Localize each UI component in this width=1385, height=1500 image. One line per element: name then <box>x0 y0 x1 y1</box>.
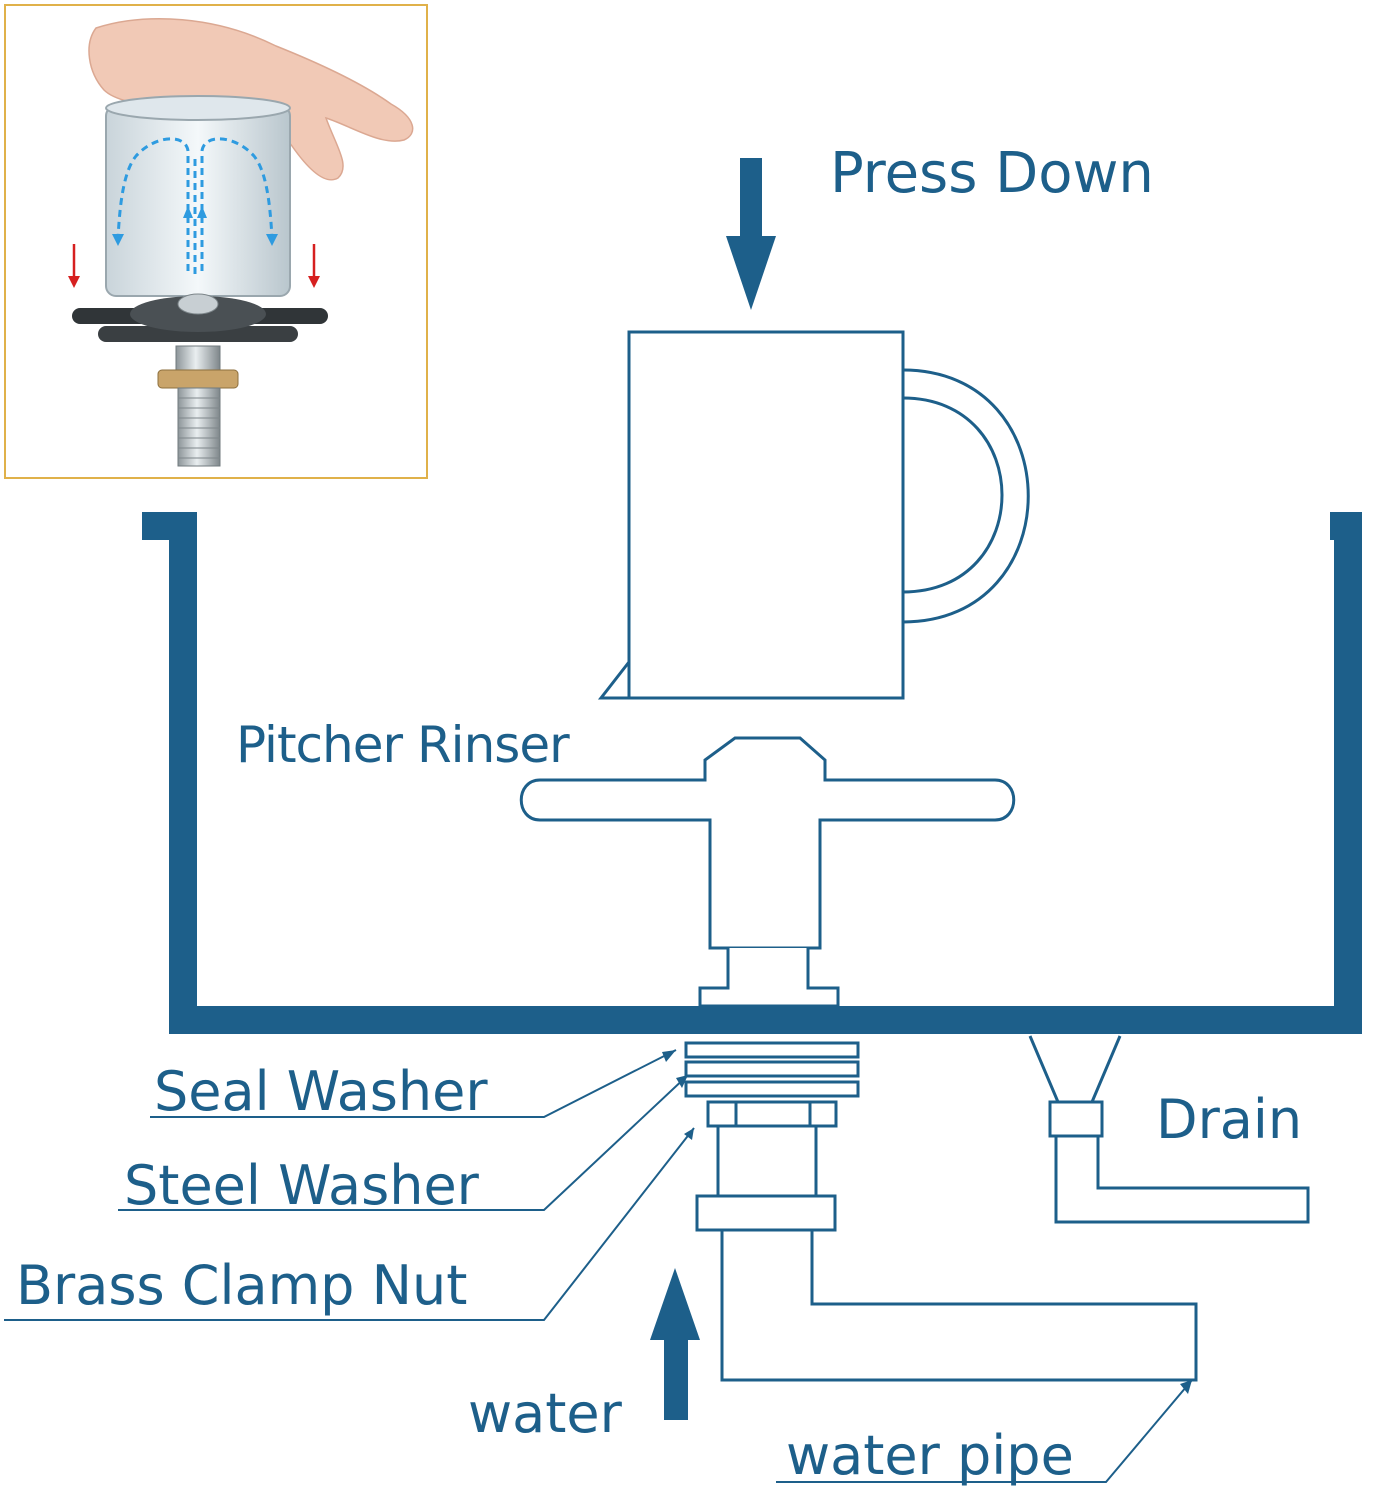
sink-basin <box>142 512 1362 1034</box>
water-pipe-icon <box>695 1126 1198 1382</box>
rinser-head-icon <box>519 736 1016 1008</box>
pitcher-rinser-label: Pitcher Rinser <box>236 716 570 774</box>
leader-lines <box>4 1049 1193 1483</box>
glass-icon <box>105 95 291 297</box>
glass-rinser-photo-icon <box>68 18 414 467</box>
washer-stack-icon <box>684 1041 860 1128</box>
pitcher-icon <box>597 330 1030 700</box>
water-pipe-label: water pipe <box>786 1424 1074 1487</box>
seal-washer-part <box>684 1041 860 1059</box>
brass-clamp-nut-label: Brass Clamp Nut <box>16 1254 467 1317</box>
drain-icon <box>1028 1035 1310 1224</box>
red-down-arrow-icon <box>68 244 320 288</box>
steel-washer-label: Steel Washer <box>124 1154 480 1217</box>
seal-washer-label: Seal Washer <box>154 1060 488 1123</box>
water-flow-arrowheads <box>112 206 278 246</box>
spinner-base-icon <box>72 293 328 342</box>
water-flow-icon <box>116 137 274 274</box>
water-up-arrow-icon <box>650 1268 700 1420</box>
steel-washer-part <box>684 1060 860 1078</box>
inset-photo-frame <box>4 4 428 479</box>
drain-label: Drain <box>1156 1088 1302 1151</box>
leader-arrowheads <box>662 1050 1192 1394</box>
press-down-label: Press Down <box>830 141 1154 206</box>
stem-pipe-icon <box>157 345 239 467</box>
press-down-arrow-icon <box>726 158 776 310</box>
water-label: water <box>468 1382 623 1445</box>
brass-clamp-nut-part <box>706 1100 838 1128</box>
